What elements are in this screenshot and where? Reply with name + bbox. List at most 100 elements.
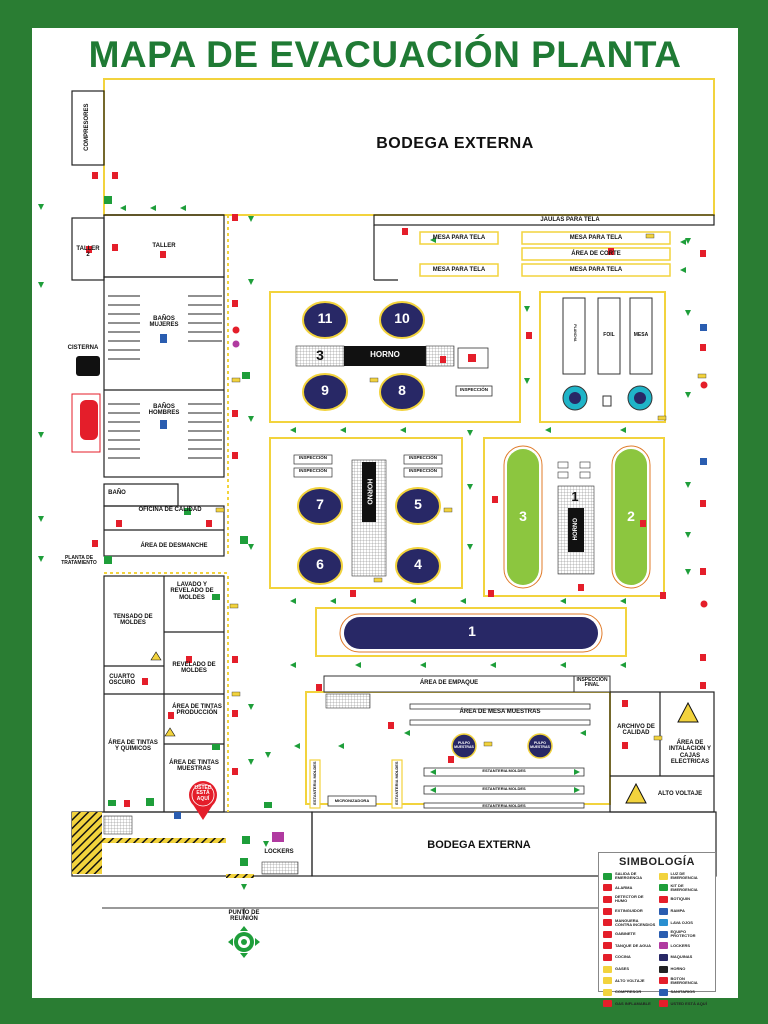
cuarto-oscuro-label: CUARTO OSCURO	[108, 674, 136, 687]
estanteria-vertical-2-label: ESTANTERIA MOLDES	[393, 761, 399, 805]
legend-symbol-icon	[603, 965, 612, 973]
lockers-icon	[272, 832, 284, 842]
building-walls	[103, 78, 715, 805]
legend-label: LAVA OJOS	[670, 919, 693, 925]
horno-number-3: 3	[316, 347, 324, 363]
legend: SIMBOLOGÍA SALIDA DE EMERGENCIA LUZ DE EM…	[598, 852, 716, 1008]
legend-item: MAQUINAS	[658, 952, 712, 963]
legend-item: DETECTOR DE HUMO	[603, 894, 656, 905]
legend-item: TANQUE DE AGUA	[603, 941, 656, 952]
archivo-label: ARCHIVO DE CALIDAD	[617, 724, 655, 737]
plancha-label: PLANCHA	[572, 324, 577, 342]
tintas-produccion-label: ÁREA DE TINTAS PRODUCCIÓN	[172, 704, 222, 717]
legend-label: ALARMA	[615, 884, 633, 890]
taller2-label: TALLER 2	[76, 246, 100, 259]
planta-tratamiento-label: PLANTA DE TRATAMIENTO	[61, 555, 97, 567]
inspeccion-mid-2-label: INSPECCIÓN	[298, 468, 327, 473]
legend-symbol-icon	[603, 988, 612, 996]
legend-item: ALTO VOLTAJE	[603, 975, 656, 986]
oficina-calidad-label: OFICINA DE CALIDAD	[138, 507, 202, 513]
legend-title: SIMBOLOGÍA	[619, 856, 695, 868]
legend-symbol-icon	[658, 930, 668, 938]
sanitary-icons	[160, 324, 707, 819]
area-corte-label: ÁREA DE CORTE	[571, 251, 621, 257]
legend-label: COMPRESOR	[615, 989, 642, 995]
legend-item: MANGUERA CONTRA INCENDIOS	[603, 917, 656, 928]
legend-symbol-icon	[658, 895, 668, 903]
taller-label: TALLER	[152, 243, 176, 249]
estanteria-vertical-1-label: ESTANTERIA MOLDES	[311, 761, 317, 805]
tintas-muestras-label: ÁREA DE TINTAS MUESTRAS	[169, 760, 219, 773]
legend-symbol-icon	[658, 919, 668, 927]
pulpo-muestras-1-label: PULPO MUESTRAS	[454, 741, 474, 749]
machine-cluster-mid	[293, 454, 443, 585]
hazard-hatch-area	[72, 812, 299, 878]
mesa-muestras-label: ÁREA DE MESA MUESTRAS	[459, 709, 541, 715]
machine-11: 11	[317, 310, 333, 326]
micronizadora-label: MICRONIZADORA	[334, 798, 370, 803]
machine-8: 8	[398, 382, 406, 398]
legend-symbol-icon	[658, 942, 668, 950]
compresores-label: COMPRESORES	[83, 103, 90, 151]
cisterna-tank-icon	[71, 356, 101, 453]
legend-symbol-icon	[658, 953, 668, 961]
estanteria-3-label: ESTANTERIA MOLDES	[482, 803, 526, 808]
high-voltage-signs	[150, 651, 699, 804]
legend-symbol-icon	[658, 965, 668, 973]
zone-ovens-top	[269, 291, 521, 423]
inspeccion-mid-1-label: INSPECCIÓN	[298, 455, 327, 460]
legend-symbol-icon	[603, 872, 612, 880]
legend-grid: SALIDA DE EMERGENCIA LUZ DE EMERGENCIA ALA…	[599, 868, 715, 1012]
legend-label: USTED ESTÁ AQUÍ	[670, 1000, 707, 1006]
legend-item: COMPRESOR	[603, 987, 656, 998]
foil-label: FOIL	[603, 332, 615, 338]
legend-label: LUZ DE EMERGENCIA	[670, 871, 698, 881]
legend-item: GASES	[603, 964, 656, 975]
legend-label: KIT DE EMERGENCIA	[670, 882, 698, 892]
horno-mid-label: HORNO	[365, 478, 373, 505]
legend-label: BOTON EMERGENCIA	[670, 975, 698, 985]
legend-label: GAS INFLAMABLE	[615, 1000, 651, 1006]
legend-label: EQUIPO PROTECTOR	[670, 929, 696, 939]
legend-symbol-icon	[603, 895, 612, 903]
oven-3: 3	[519, 508, 527, 524]
mesa-tela-3-label: MESA PARA TELA	[432, 267, 486, 273]
legend-label: ALTO VOLTAJE	[615, 977, 645, 983]
estanteria-2-label: ESTANTERIA MOLDES	[482, 786, 526, 791]
mesa-tela-2-label: MESA PARA TELA	[569, 235, 623, 241]
jaulas-label: JAULAS PARA TELA	[540, 217, 600, 223]
bodega-top-label: BODEGA EXTERNA	[376, 135, 534, 152]
corridor-dashes	[104, 215, 230, 812]
legend-label: GABINETE	[615, 931, 636, 937]
zone-foil	[539, 291, 666, 423]
revelado-label: REVELADO DE MOLDES	[172, 662, 216, 675]
evacuation-arrows	[38, 204, 691, 890]
machine-6: 6	[316, 556, 324, 572]
legend-symbol-icon	[658, 884, 668, 892]
legend-label: SALIDA DE EMERGENCIA	[615, 871, 643, 881]
legend-label: MAQUINAS	[670, 954, 693, 960]
mesa-label: MESA	[633, 332, 649, 338]
empaque-label: ÁREA DE EMPAQUE	[419, 680, 479, 686]
machine-9: 9	[321, 382, 329, 398]
legend-label: SANITARIOS	[670, 989, 695, 995]
legend-symbol-icon	[603, 1000, 612, 1008]
legend-item: GAS INFLAMABLE	[603, 999, 656, 1010]
legend-item: KIT DE EMERGENCIA	[658, 882, 712, 894]
horno-top-label: HORNO	[370, 350, 400, 359]
cisterna-label: CISTERNA	[67, 345, 99, 351]
zone-machine-1	[315, 607, 627, 657]
legend-item: USTED ESTÁ AQUÍ	[658, 999, 712, 1010]
inspeccion-final-label: INSPECCIÓN FINAL	[576, 677, 608, 689]
legend-item: BOTON EMERGENCIA	[658, 975, 712, 986]
legend-label: TANQUE DE AGUA	[615, 942, 651, 948]
zone-ovens-mid	[269, 437, 463, 589]
legend-label: LOCKERS	[670, 942, 691, 948]
estanteria-1-label: ESTANTERIA MOLDES	[482, 768, 526, 773]
emergency-exit-icons	[104, 196, 272, 866]
legend-item: COCINA	[603, 952, 656, 963]
emergency-light-icons	[215, 233, 707, 747]
inspeccion-mid-4-label: INSPECCIÓN	[408, 468, 437, 473]
legend-symbol-icon	[658, 1000, 668, 1008]
